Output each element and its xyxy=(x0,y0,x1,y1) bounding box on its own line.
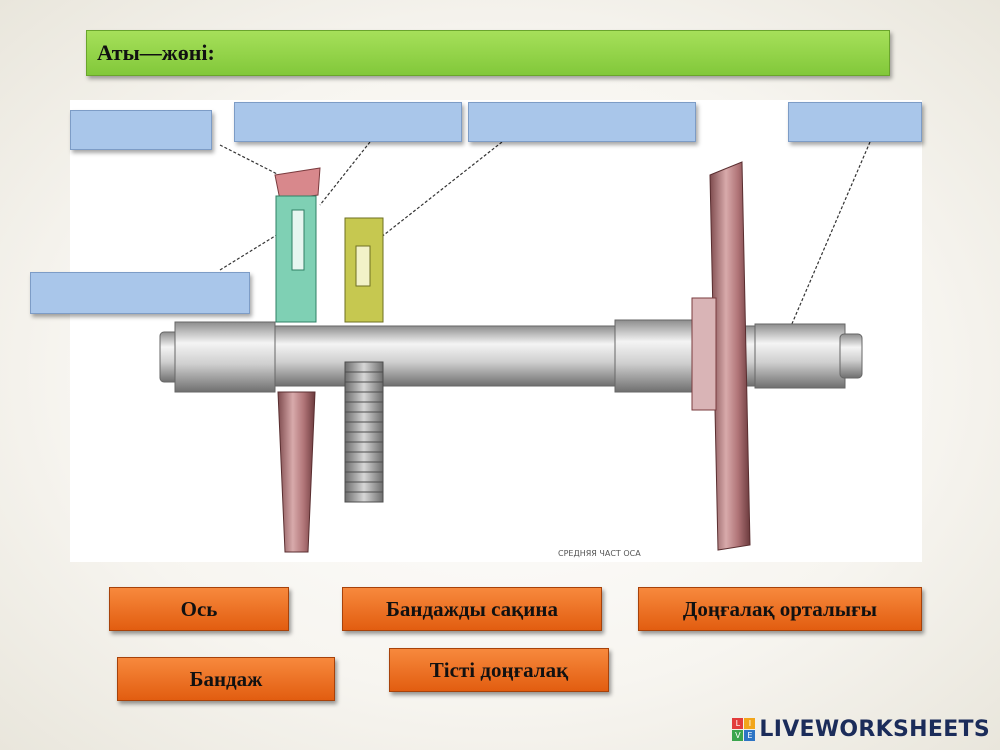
answer-gear[interactable]: Тісті доңғалақ xyxy=(389,648,609,692)
wheelset-diagram: СРЕДНЯЯ ЧАСТ ОСА xyxy=(70,100,922,562)
answer-rim[interactable]: Бандаж xyxy=(117,657,335,701)
drop-box-gear[interactable] xyxy=(468,102,696,142)
name-label: Аты—жөні: xyxy=(97,40,215,65)
gear-wheel xyxy=(344,217,384,503)
answer-retaining-ring[interactable]: Бандажды сақина xyxy=(342,587,602,631)
logo-text: LIVEWORKSHEETS xyxy=(759,716,990,742)
logo-badge-e: E xyxy=(744,729,756,741)
left-wheel xyxy=(274,167,321,553)
answer-wheel-center[interactable]: Доңғалақ орталығы xyxy=(638,587,922,631)
drop-box-rim[interactable] xyxy=(70,110,212,150)
diagram-caption: СРЕДНЯЯ ЧАСТ ОСА xyxy=(558,549,641,558)
logo-badge-i: I xyxy=(744,717,756,729)
drop-box-wheel-center[interactable] xyxy=(30,272,250,314)
logo-badge-v: V xyxy=(732,729,744,741)
right-wheel xyxy=(691,161,751,551)
drop-box-axle[interactable] xyxy=(788,102,922,142)
logo-badge-l: L xyxy=(732,717,744,729)
axle xyxy=(159,319,863,393)
answer-axle[interactable]: Ось xyxy=(109,587,289,631)
liveworksheets-logo: L I V E LIVEWORKSHEETS xyxy=(732,714,990,744)
wheelset-drawing: СРЕДНЯЯ ЧАСТ ОСА xyxy=(159,141,871,558)
name-bar: Аты—жөні: xyxy=(86,30,890,76)
drop-box-retaining-ring[interactable] xyxy=(234,102,462,142)
logo-badge: L I V E xyxy=(732,717,756,741)
